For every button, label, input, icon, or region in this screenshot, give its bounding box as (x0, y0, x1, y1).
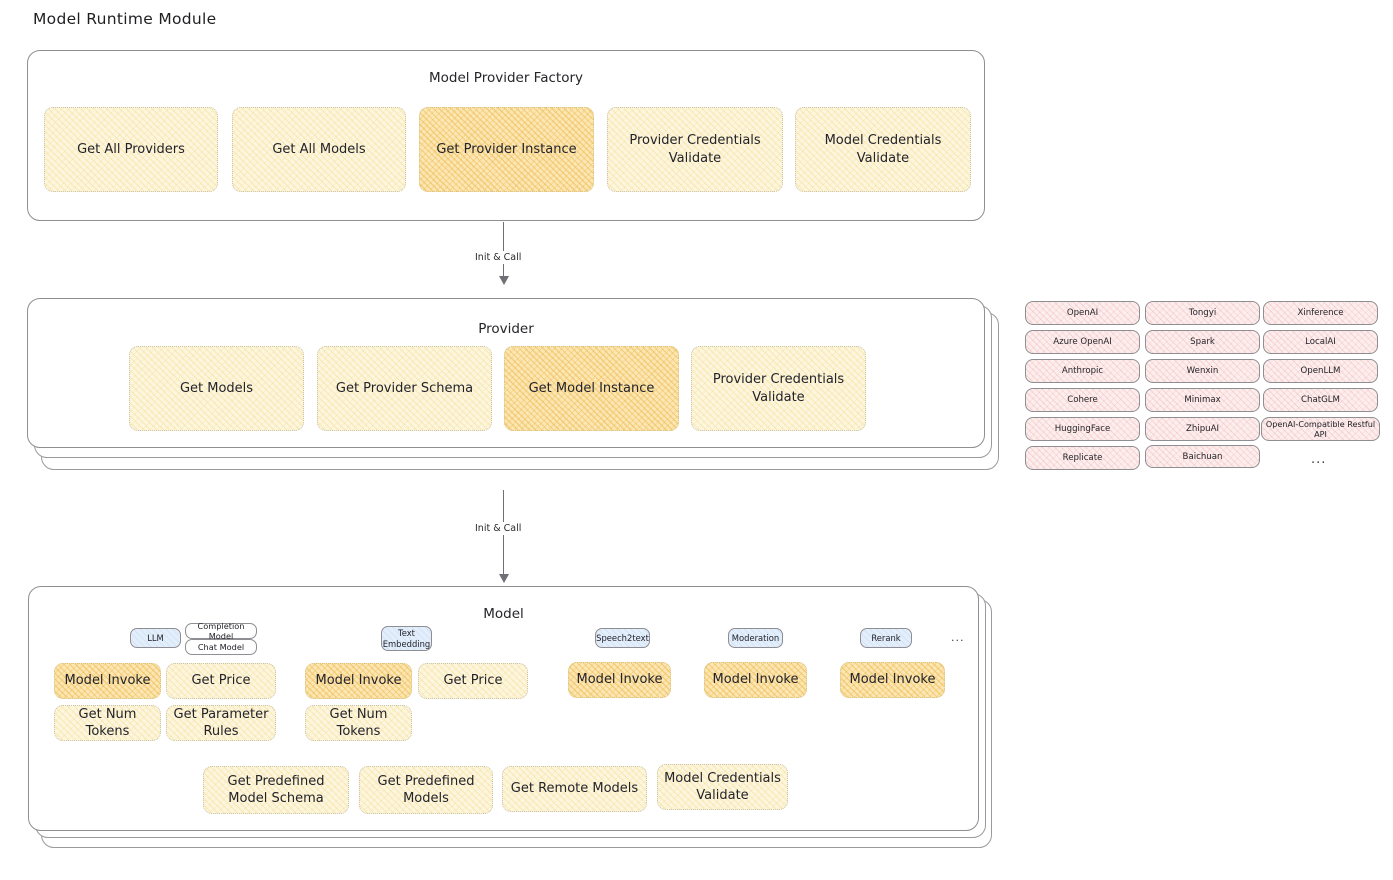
model-method-llm-get-num-tokens[interactable]: Get Num Tokens (54, 705, 161, 741)
provider-node-provider-credentials-validate[interactable]: Provider Credentials Validate (691, 346, 866, 431)
arrow-factory-to-provider-label: Init & Call (471, 251, 526, 264)
model-subtype-badge-chat-model[interactable]: Chat Model (185, 639, 257, 655)
arrow-provider-to-model-label: Init & Call (471, 522, 526, 535)
model-type-badge-speech2text[interactable]: Speech2text (595, 628, 650, 648)
model-provider-factory-title: Model Provider Factory (428, 70, 583, 86)
arrow-factory-to-provider-head (499, 276, 509, 285)
provider-chip-localai[interactable]: LocalAI (1263, 330, 1378, 354)
model-shared-method-get-predefined-model-schema[interactable]: Get Predefined Model Schema (203, 766, 349, 814)
provider-chip-spark[interactable]: Spark (1145, 330, 1260, 354)
provider-chip-tongyi[interactable]: Tongyi (1145, 301, 1260, 325)
provider-list-more: ... (1311, 452, 1327, 467)
provider-chip-anthropic[interactable]: Anthropic (1025, 359, 1140, 383)
model-type-badge-text-embedding[interactable]: Text Embedding (381, 626, 432, 651)
provider-chip-huggingface[interactable]: HuggingFace (1025, 417, 1140, 441)
page-title: Model Runtime Module (33, 10, 217, 28)
model-method-llm-get-parameter-rules[interactable]: Get Parameter Rules (166, 705, 276, 741)
model-method-text-embedding-model-invoke[interactable]: Model Invoke (305, 663, 412, 699)
factory-node-get-provider-instance[interactable]: Get Provider Instance (419, 107, 594, 192)
provider-chip-openai[interactable]: OpenAI (1025, 301, 1140, 325)
model-method-llm-get-price[interactable]: Get Price (166, 663, 276, 699)
provider-node-get-provider-schema[interactable]: Get Provider Schema (317, 346, 492, 431)
model-type-badge-moderation[interactable]: Moderation (728, 628, 783, 648)
factory-node-get-all-models[interactable]: Get All Models (232, 107, 406, 192)
model-shared-method-model-credentials-validate[interactable]: Model Credentials Validate (657, 764, 788, 810)
provider-chip-replicate[interactable]: Replicate (1025, 446, 1140, 470)
model-method-text-embedding-get-price[interactable]: Get Price (418, 663, 528, 699)
provider-chip-minimax[interactable]: Minimax (1145, 388, 1260, 412)
provider-chip-zhipuai[interactable]: ZhipuAI (1145, 417, 1260, 441)
provider-chip-baichuan[interactable]: Baichuan (1145, 445, 1260, 468)
provider-node-get-models[interactable]: Get Models (129, 346, 304, 431)
provider-chip-cohere[interactable]: Cohere (1025, 388, 1140, 412)
model-method-rerank-model-invoke[interactable]: Model Invoke (840, 662, 945, 698)
provider-title: Provider (478, 321, 534, 337)
arrow-provider-to-model-head (499, 574, 509, 583)
model-shared-method-get-predefined-models[interactable]: Get Predefined Models (359, 766, 493, 814)
factory-node-model-credentials-validate[interactable]: Model Credentials Validate (795, 107, 971, 192)
provider-chip-openllm[interactable]: OpenLLM (1263, 359, 1378, 383)
model-method-speech2text-model-invoke[interactable]: Model Invoke (568, 662, 671, 698)
model-method-text-embedding-get-num-tokens[interactable]: Get Num Tokens (305, 705, 412, 741)
factory-node-get-all-providers[interactable]: Get All Providers (44, 107, 218, 192)
model-title: Model (483, 606, 524, 622)
model-method-llm-model-invoke[interactable]: Model Invoke (54, 663, 161, 699)
provider-chip-wenxin[interactable]: Wenxin (1145, 359, 1260, 383)
provider-chip-xinference[interactable]: Xinference (1263, 301, 1378, 325)
model-types-more: ... (951, 631, 965, 644)
model-shared-method-get-remote-models[interactable]: Get Remote Models (502, 766, 647, 812)
model-type-badge-llm[interactable]: LLM (130, 628, 181, 648)
model-subtype-badge-completion-model[interactable]: Completion Model (185, 621, 257, 641)
provider-node-get-model-instance[interactable]: Get Model Instance (504, 346, 679, 431)
provider-chip-azure-openai[interactable]: Azure OpenAI (1025, 330, 1140, 354)
model-type-badge-rerank[interactable]: Rerank (860, 628, 912, 648)
provider-chip-chatglm[interactable]: ChatGLM (1263, 388, 1378, 412)
model-method-moderation-model-invoke[interactable]: Model Invoke (704, 662, 807, 698)
factory-node-provider-credentials-validate[interactable]: Provider Credentials Validate (607, 107, 783, 192)
provider-chip-openai-compatible-restful-api[interactable]: OpenAI-Compatible Restful API (1261, 417, 1380, 441)
